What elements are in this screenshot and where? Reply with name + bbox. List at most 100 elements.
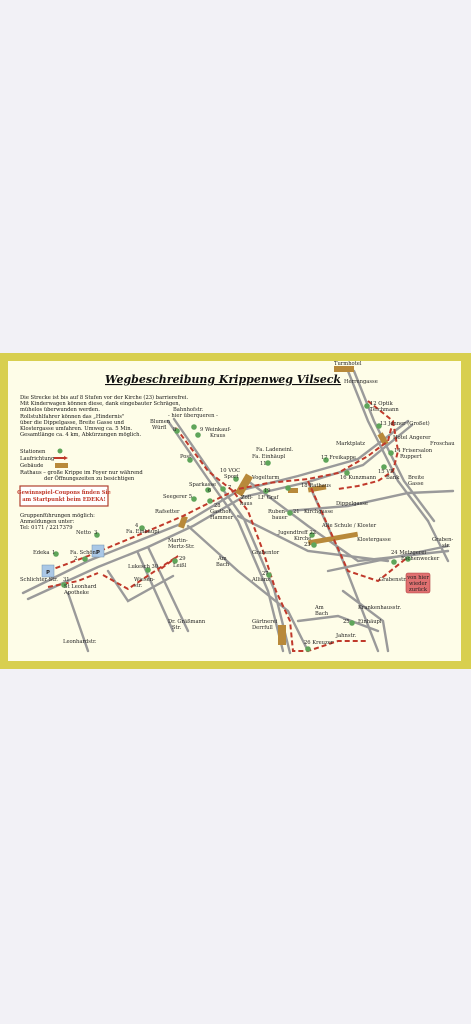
station-point[interactable] <box>285 485 291 491</box>
place-label-netto: Netto <box>76 530 91 536</box>
group-line: Tel: 0171 / 2217379 <box>20 525 73 531</box>
station-point[interactable] <box>145 567 151 573</box>
place-label-leonhard2: Apotheke <box>63 590 89 596</box>
place-label-grabenstr: Grabenstr. <box>379 577 407 583</box>
station-point[interactable] <box>187 457 193 463</box>
place-label-gasthof3: Hammer <box>210 515 234 521</box>
station-point[interactable] <box>364 403 370 409</box>
place-label-gaertnerei1: Gärtnerei <box>252 619 278 625</box>
place-label-hotel_angerer: Hotel Angerer <box>393 435 431 441</box>
building-markers <box>178 366 389 645</box>
place-label-friseur2: Ruppert <box>400 454 422 460</box>
place-label-leiß: Leißl <box>173 563 187 569</box>
station-point[interactable] <box>287 510 293 516</box>
station-point[interactable] <box>311 542 317 548</box>
place-label-zoll2: haus <box>240 501 253 507</box>
station-point[interactable] <box>233 476 239 482</box>
station-point[interactable] <box>61 582 67 588</box>
place-label-dippelgasse: Dippelgasse <box>336 501 368 507</box>
place-label-voc1: 10 VOC <box>220 468 240 474</box>
station-point[interactable] <box>305 646 311 652</box>
parking-markers: P P <box>41 544 105 578</box>
place-label-s3: 3 <box>94 530 97 536</box>
place-label-breite1: Breite <box>408 475 424 481</box>
place-label-martin1: Martin- <box>168 538 188 544</box>
place-label-allianz2: Allianz <box>251 577 270 583</box>
place-label-blumen1: Blumen <box>150 419 171 425</box>
place-label-gasthof1: 28 <box>214 503 221 509</box>
station-point[interactable] <box>266 572 272 578</box>
place-label-seegerer: Seegerer 5 <box>163 494 192 500</box>
station-point[interactable] <box>309 532 315 538</box>
place-label-einhaupl4b: Fa. Einhäupl <box>126 529 160 535</box>
group-line: Anmeldungen unter: <box>19 519 74 525</box>
station-point[interactable] <box>191 496 197 502</box>
place-label-lukesch: Lukesch 30 <box>128 564 158 570</box>
place-label-leonhard1: St Leonhard <box>64 584 97 590</box>
station-point[interactable] <box>207 498 213 504</box>
place-label-klostergasse: Klostergasse <box>357 537 391 543</box>
place-label-ladenein2: Fa. Einhäupl <box>252 454 286 460</box>
station-point[interactable] <box>323 457 329 463</box>
place-label-zoll1: Zoll- <box>241 495 253 501</box>
place-label-einhaupl25b: Einhäupl <box>358 619 382 625</box>
station-point[interactable] <box>265 460 271 466</box>
place-label-rubenbauer1: Ruben- <box>268 509 287 515</box>
station-point[interactable] <box>344 470 350 476</box>
intro-line: Gesamtlänge ca. 4 km, Abkürzungen möglic… <box>20 432 141 438</box>
route-map[interactable]: P P von hier wieder zurück Wegbeschreibu… <box>8 361 461 661</box>
place-label-gasthof2: Gasthof <box>210 509 231 515</box>
place-label-allianz1: 27 <box>262 571 269 577</box>
place-label-s21: 21 <box>293 509 300 515</box>
station-point[interactable] <box>139 525 145 531</box>
station-point[interactable] <box>174 428 180 434</box>
place-label-grabentor: Grabentor <box>252 550 280 556</box>
place-label-krankenhaus: Krankenhausstr. <box>358 605 401 611</box>
station-point[interactable] <box>381 464 387 470</box>
place-label-s31: 31 <box>63 577 70 583</box>
place-label-bank: Bank <box>386 475 400 481</box>
station-point[interactable] <box>391 559 397 565</box>
place-label-s7: 7 <box>228 485 231 491</box>
station-point[interactable] <box>349 620 355 626</box>
place-label-post: Post <box>180 454 192 460</box>
station-point[interactable] <box>205 487 211 493</box>
station-point[interactable] <box>82 556 88 562</box>
station-point[interactable] <box>220 486 226 492</box>
place-label-kirchgasse: Kirchgasse <box>304 509 333 515</box>
place-label-bahnhofstr1: Bahnhofstr. <box>173 407 204 413</box>
place-label-herrengasse: Herrengasse <box>344 379 378 385</box>
legend-building-label: Gebäude <box>20 463 43 469</box>
station-point[interactable] <box>172 558 178 564</box>
station-point[interactable] <box>94 532 100 538</box>
station-point[interactable] <box>195 432 201 438</box>
place-label-rathaus18: 18 Rathaus <box>301 483 331 489</box>
place-label-graben2: str. <box>442 543 451 549</box>
place-label-ambach2: Bach <box>216 562 230 568</box>
place-label-jugendtreff3: 23 <box>304 542 311 548</box>
legend-building-icon <box>55 463 68 468</box>
place-label-weinkauf1: 9 Weinkauf- <box>200 427 231 433</box>
intro-line: Klostergasse umfahren. Umweg ca. 5 Min. <box>20 426 133 432</box>
place-label-vogelturm: Vogelturm <box>251 475 279 481</box>
station-point[interactable] <box>388 450 394 456</box>
station-point[interactable] <box>263 488 269 494</box>
place-label-einhaupl25: 25 <box>343 619 350 625</box>
place-label-kunzmann: 16 Kunzmann <box>340 475 377 481</box>
return-text: wieder <box>409 581 428 587</box>
intro-text: Die Strecke ist bis auf 8 Stufen vor der… <box>20 394 189 438</box>
parking-icon <box>91 544 105 558</box>
place-label-frosch: Froschau <box>430 441 455 447</box>
station-point[interactable] <box>53 551 59 557</box>
place-label-s11: 11 <box>260 461 267 467</box>
place-label-vr: 15 VR <box>378 469 395 475</box>
legend-stations-label: Stationen <box>20 449 46 455</box>
station-point[interactable] <box>191 424 197 430</box>
road-network <box>21 369 455 655</box>
place-label-graben1: Graben- <box>432 537 453 543</box>
station-point[interactable] <box>405 556 411 562</box>
place-label-turmhotel: Turmhotel <box>334 361 362 367</box>
place-label-blumen2: Würfl <box>152 425 167 431</box>
intro-line: mühelos überwunden werden. <box>20 407 100 413</box>
station-point[interactable] <box>376 423 382 429</box>
